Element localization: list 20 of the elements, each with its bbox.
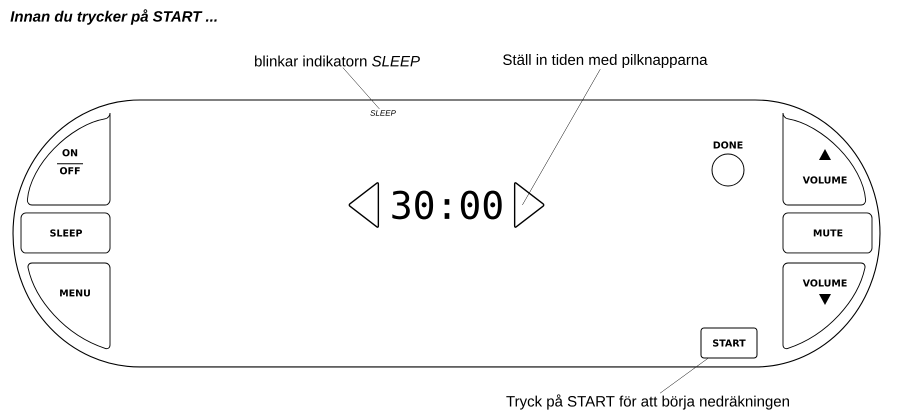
node-label: DONE	[714, 141, 743, 149]
indicator-text: SLEEP	[370, 110, 396, 116]
leader-line	[522, 68, 601, 206]
button: SLEEP	[20, 212, 110, 254]
callout-text: Ställ in tiden med pilknapparna	[503, 54, 708, 68]
arrow-symbol	[348, 182, 380, 228]
leader-line	[342, 67, 380, 110]
button: MUTE	[782, 212, 872, 254]
leader-line	[660, 358, 708, 394]
start-button: START	[700, 327, 758, 358]
button: VOLUME	[782, 262, 866, 350]
callout-text: Tryck på START för att börja nedräkningen	[506, 394, 789, 410]
done-button: DONE	[712, 141, 744, 186]
title: Innan du trycker på START ...	[10, 9, 217, 25]
button: ON OFF	[26, 112, 110, 206]
button: VOLUME	[782, 112, 866, 206]
callout-text: blinkar indikatorn SLEEP	[255, 55, 420, 66]
button: MENU	[28, 262, 110, 350]
time-display: 30:00	[392, 190, 502, 220]
arrow-symbol	[514, 182, 544, 228]
